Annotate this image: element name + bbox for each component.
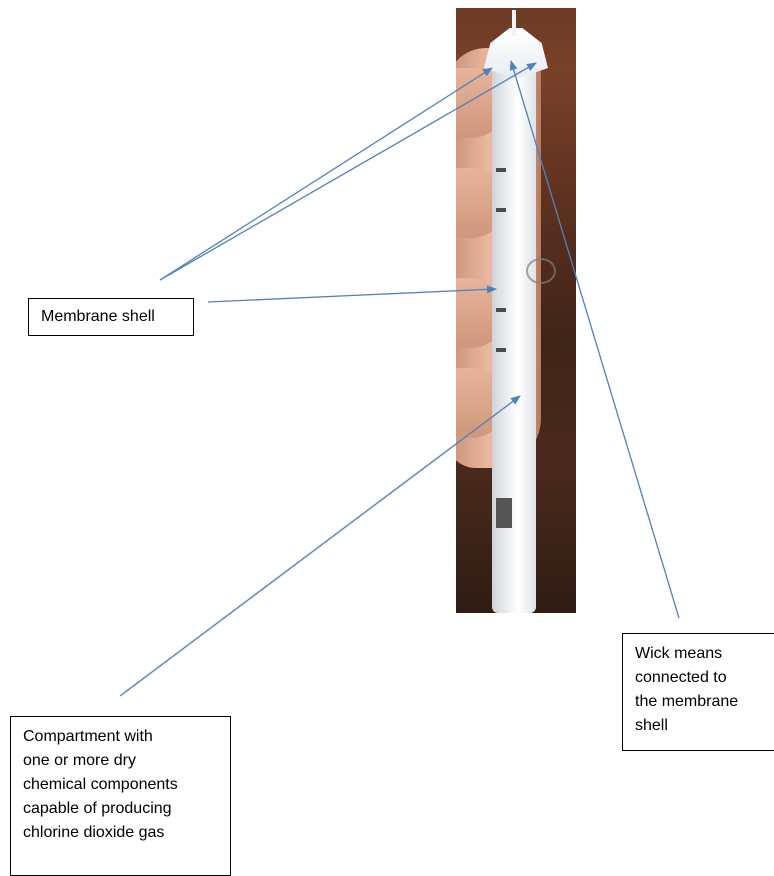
compartment-label: Compartment with one or more dry chemica…: [10, 716, 231, 876]
label-line: capable of producing: [23, 797, 230, 821]
arrow-membrane-top-right: [160, 63, 536, 280]
label-line: shell: [635, 714, 774, 738]
label-line: Compartment with: [23, 725, 230, 749]
arrow-membrane-top-left: [160, 68, 492, 280]
label-line: Wick means: [635, 642, 774, 666]
label-line: one or more dry: [23, 749, 230, 773]
label-line: chlorine dioxide gas: [23, 821, 230, 845]
label-line: Membrane shell: [41, 305, 193, 329]
label-line: chemical components: [23, 773, 230, 797]
wick-label: Wick means connected to the membrane she…: [622, 633, 774, 751]
label-line: the membrane: [635, 690, 774, 714]
arrow-compartment: [120, 396, 520, 696]
label-line: connected to: [635, 666, 774, 690]
membrane-shell-label: Membrane shell: [28, 298, 194, 336]
arrow-wick: [511, 61, 679, 618]
arrow-membrane-side: [208, 289, 496, 302]
